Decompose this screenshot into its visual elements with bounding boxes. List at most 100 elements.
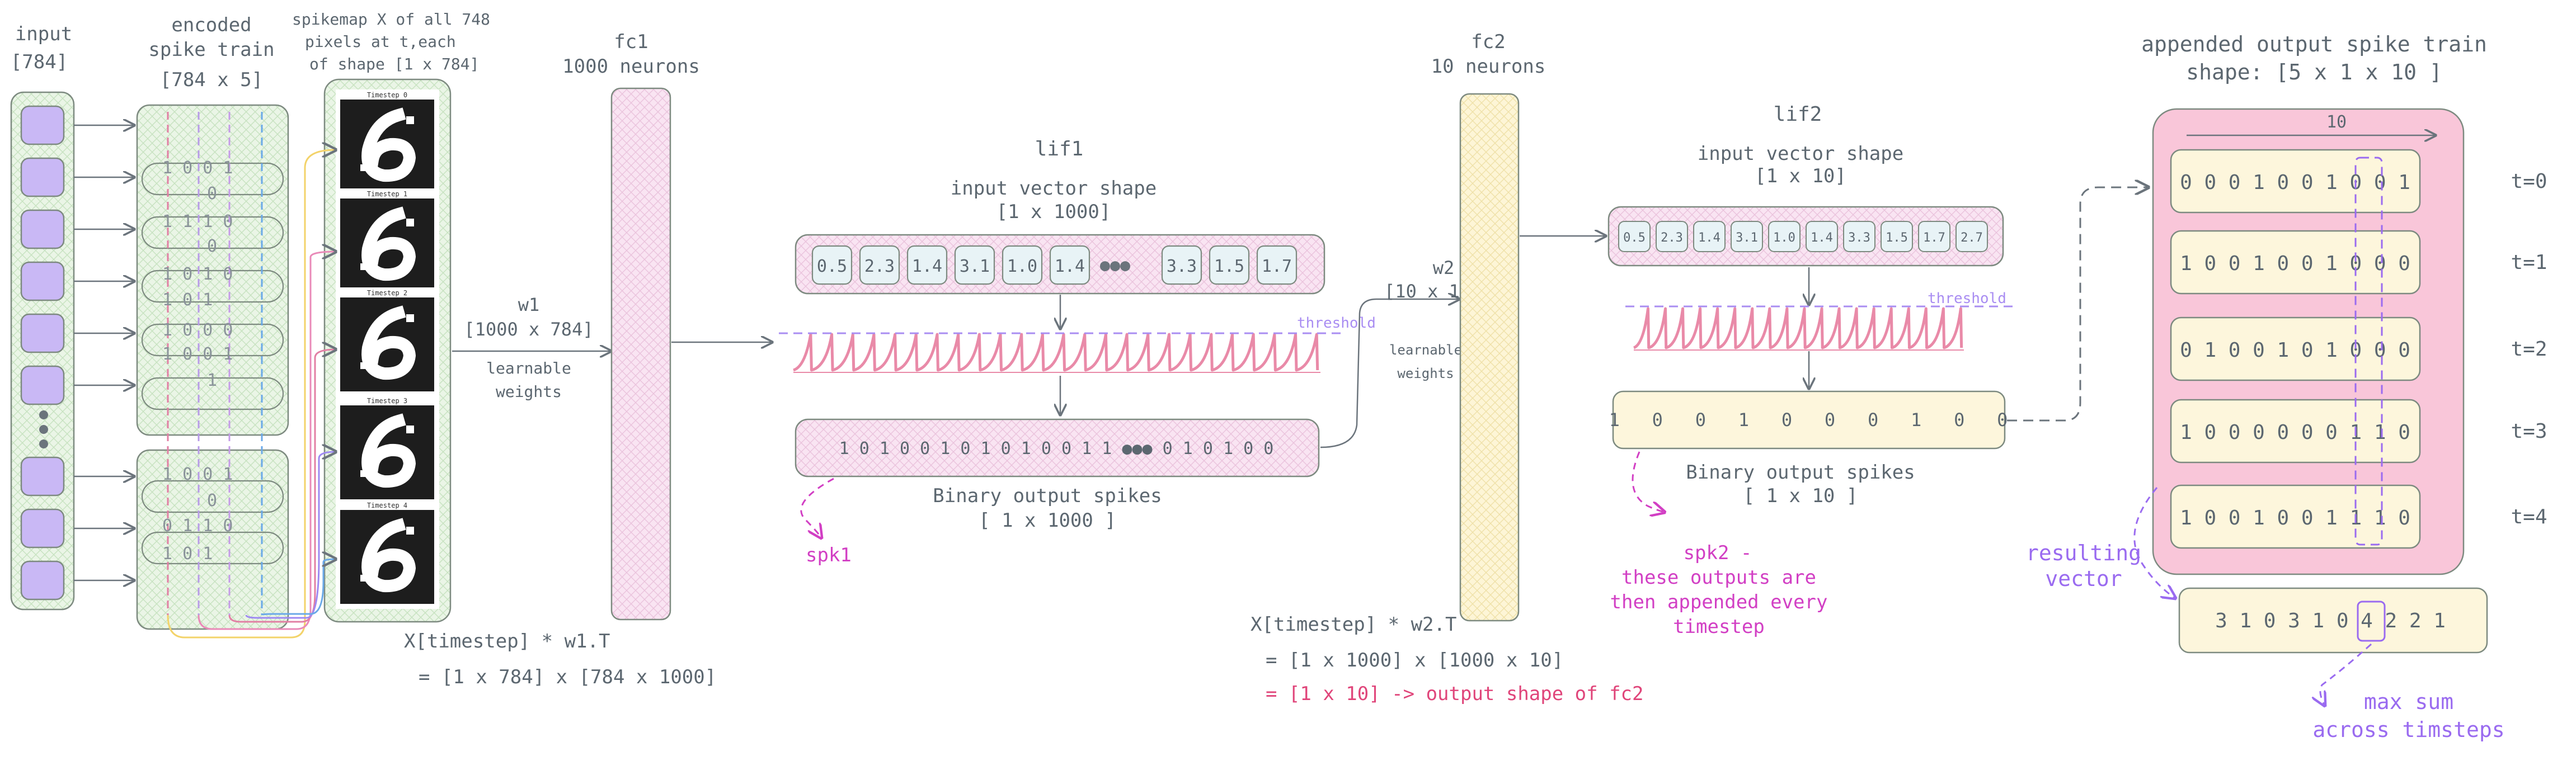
encoded-value-row: 1 0 1 [162, 544, 213, 564]
spk1-label: spk1 [806, 544, 852, 566]
spk2-line1: spk2 - [1684, 542, 1752, 564]
max-sum-line1: max sum [2364, 689, 2453, 714]
lif1-threshold-label: threshold [1297, 315, 1376, 332]
appended-output-train: appended output spike train shape: [5 x … [2026, 32, 2547, 742]
lif1-value-cell [1002, 245, 1043, 285]
lif1-value: 0.5 [817, 257, 847, 276]
formula2-line1: X[timestep] * w2.T [1251, 613, 1456, 636]
spike-train-bits: 1 0 0 1 0 0 1 1 1 0 [2180, 507, 2410, 530]
lif1-value: 1.4 [912, 257, 942, 276]
encoded-values: 1 0 0 101 1 1 001 0 1 01 0 11 0 0 01 0 0… [162, 158, 233, 564]
encoded-row-outlines [141, 162, 284, 565]
timestep-frame: Timestep 3 [336, 395, 439, 504]
spikemap-title-line2: pixels at t,each [305, 32, 456, 51]
timestep-frame: Timestep 0 [336, 89, 439, 198]
resulting-vector-values: 3 1 0 3 1 0 4 2 2 1 [2215, 609, 2446, 632]
lif2-value: 2.7 [1961, 231, 1983, 245]
formula2-line2: = [1 x 1000] x [1000 x 10] [1266, 649, 1563, 672]
spk1-dashed-arrow [800, 478, 834, 538]
input-neuron [20, 105, 65, 145]
lif2-title: lif2 [1774, 103, 1822, 126]
timestep-frame: Timestep 4 [336, 500, 439, 609]
formula1-line2: = [1 x 784] x [784 x 1000] [419, 666, 716, 688]
w1-learnable-line1: learnable [486, 359, 571, 377]
fc1-section: fc1 1000 neurons [562, 31, 772, 621]
timestep-frame: Timestep 1 [336, 188, 439, 297]
fc2-layer [1459, 93, 1520, 622]
input-neuron [20, 456, 65, 497]
encoded-value-row: 1 0 0 1 [162, 344, 233, 364]
lif2-value-cell [1806, 221, 1838, 252]
encoded-row-outline [141, 162, 284, 196]
encoded-value-row: 1 0 0 0 [162, 320, 233, 340]
encoded-row-outline [141, 270, 284, 303]
fc1-layer [610, 87, 671, 621]
lif1-input-shape-line1: input vector shape [951, 177, 1157, 200]
lif2-value: 1.5 [1886, 231, 1908, 245]
w2-section: w2 [10 x 1000] learnable weights X[times… [1251, 257, 1644, 705]
lif2-value: 2.3 [1661, 231, 1683, 245]
lif2-value: 1.4 [1811, 231, 1833, 245]
spk2-line3: then appended every [1610, 591, 1828, 613]
max-sum-line2: across timsteps [2312, 717, 2504, 742]
timestep-frame-label: Timestep 3 [367, 397, 407, 405]
lif2-value-cell [1881, 221, 1913, 252]
encoded-title-line2: spike train [148, 39, 274, 61]
lif2-value-cell [1918, 221, 1950, 252]
input-neuron [20, 209, 65, 249]
encoded-title-line1: encoded [171, 14, 251, 36]
lif2-value: 3.3 [1848, 231, 1870, 245]
lif1-input-shape-line2: [1 x 1000] [996, 201, 1111, 223]
spk2-line4: timestep [1673, 616, 1765, 638]
lif2-output-shape: [ 1 x 10 ] [1743, 485, 1858, 507]
lif2-input-shape-line1: input vector shape [1698, 143, 1903, 165]
width-label: 10 [2326, 112, 2347, 132]
lif1-output-spikes-box [795, 418, 1320, 478]
resulting-label-line2: vector [2045, 566, 2122, 591]
spk2-dashed-arrow [1632, 451, 1665, 512]
input-neuron [20, 508, 65, 549]
lif2-value-cell [1768, 221, 1801, 252]
lif1-value: 1.4 [1055, 257, 1085, 276]
spike-train-bits: 0 1 0 0 1 0 1 0 0 0 [2180, 339, 2410, 362]
lif1-membrane-spikes [793, 333, 1320, 373]
spk2-line2: these outputs are [1621, 566, 1816, 589]
lif1-value: 1.5 [1214, 257, 1244, 276]
lif1-value-cell [811, 245, 853, 285]
fc1-title: fc1 [614, 31, 648, 53]
encoded-value-row: 0 [207, 491, 217, 511]
spike-train-row [2170, 316, 2421, 381]
lif1-output-shape: [ 1 x 1000 ] [979, 509, 1116, 532]
lif1-ellipsis: ●●● [1100, 256, 1130, 275]
spikemap: spikemap X of all 748 pixels at t,each o… [292, 10, 490, 623]
timestep-frame-label: Timestep 2 [367, 289, 407, 297]
resulting-label-line1: resulting [2026, 541, 2141, 565]
fc1-subtitle: 1000 neurons [562, 55, 700, 78]
lif2-value-cell [1731, 221, 1763, 252]
w2-title: w2 [1433, 257, 1455, 278]
max-sum-dashed-arrow [2320, 643, 2372, 706]
input-neuron [20, 157, 65, 197]
input-neuron [20, 560, 65, 601]
lif1-value: 1.7 [1262, 257, 1292, 276]
encoded-value-row: 1 [207, 371, 217, 390]
input-column: input [784] [10, 23, 75, 611]
spike-waveform [793, 333, 1319, 372]
input-to-encoded-arrows [74, 125, 134, 580]
lif2-value: 1.4 [1698, 231, 1721, 245]
lif1-output-spikes: 1 0 1 0 0 1 0 1 0 1 0 0 1 1 ●●● 0 1 0 1 … [839, 439, 1274, 459]
spike-train-row [2170, 230, 2421, 295]
lif2-value: 3.1 [1736, 231, 1758, 245]
resulting-vector-box [2178, 587, 2488, 654]
w2-learnable-line1: learnable [1389, 342, 1462, 358]
timestep-frame-label: Timestep 0 [367, 91, 407, 99]
input-nodes [20, 105, 65, 601]
timestep-label: t=2 [2511, 338, 2547, 361]
encoded-row-outline [141, 323, 284, 357]
w2-learnable-line2: weights [1397, 366, 1454, 381]
w1-title: w1 [518, 294, 540, 315]
input-neuron [20, 261, 65, 301]
